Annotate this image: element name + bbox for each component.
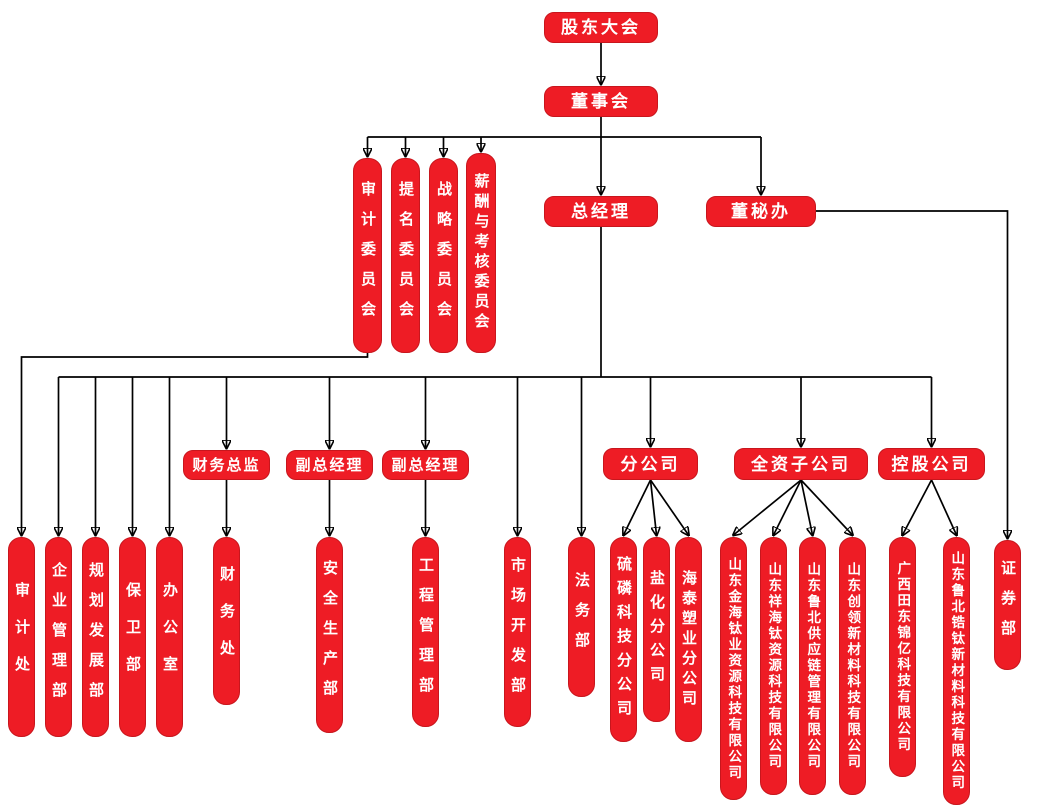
- edge-holding-to-lubei-zirconium: [930, 479, 957, 535]
- org-node-safety-production-dept: 安全生产部: [316, 537, 343, 733]
- org-node-wholly-owned-subsidiaries: 全资子公司: [734, 448, 868, 480]
- org-node-general-office: 办公室: [156, 537, 183, 737]
- org-node-legal-dept: 法务部: [568, 537, 595, 697]
- org-node-compensation-assessment-committee: 薪酬与考核委员会: [466, 153, 496, 353]
- org-node-lubei-supply-chain-company: 山东鲁北供应链管理有限公司: [799, 537, 826, 795]
- org-node-deputy-gm-1: 副总经理: [286, 450, 373, 480]
- edge-branch-to-haitai-plastics: [649, 479, 689, 535]
- org-node-audit-office: 审计处: [8, 537, 35, 737]
- org-node-security-dept: 保卫部: [119, 537, 146, 737]
- org-node-jinhai-titanium-company: 山东金海钛业资源科技有限公司: [720, 537, 747, 800]
- org-node-planning-development-dept: 规划发展部: [82, 537, 109, 737]
- org-node-shareholders-meeting: 股东大会: [544, 12, 658, 43]
- org-node-guangxi-jinyi-company: 广西田东锦亿科技有限公司: [889, 537, 916, 777]
- edge-branch-to-sulfur-phosphorus: [624, 479, 652, 535]
- org-node-lubei-zirconium-titanium-company: 山东鲁北锆钛新材料科技有限公司: [943, 537, 970, 805]
- org-node-branch-companies: 分公司: [603, 448, 698, 480]
- edge-board-secretary-to-securities: [816, 210, 1008, 538]
- org-node-deputy-gm-2: 副总经理: [382, 450, 469, 480]
- org-node-sulfur-phosphorus-branch: 硫磷科技分公司: [610, 537, 637, 742]
- org-node-cfo: 财务总监: [183, 450, 270, 480]
- edge-subsidiaries-to-chuangling: [800, 479, 853, 535]
- org-node-audit-committee: 审计委员会: [353, 158, 382, 353]
- edge-subsidiaries-to-xianghai: [774, 479, 802, 535]
- org-node-chuangling-materials-company: 山东创领新材料科技有限公司: [839, 537, 866, 795]
- org-node-engineering-management-dept: 工程管理部: [412, 537, 439, 727]
- org-node-nomination-committee: 提名委员会: [391, 158, 420, 353]
- edge-subsidiaries-to-jinhai: [734, 479, 802, 535]
- org-node-strategy-committee: 战略委员会: [429, 158, 458, 353]
- edge-holding-to-guangxi-jinyi: [903, 479, 933, 535]
- org-node-finance-office: 财务处: [213, 537, 240, 705]
- org-node-general-manager: 总经理: [544, 196, 658, 227]
- org-node-holding-companies: 控股公司: [878, 448, 985, 480]
- org-node-board-secretary-office: 董秘办: [706, 196, 816, 227]
- edge-subsidiaries-to-lubei-supply-chain: [800, 479, 813, 535]
- edge-branch-to-salt-chemical: [649, 479, 657, 535]
- edge-audit-committee-to-audit-office: [22, 353, 369, 535]
- org-node-haitai-plastics-branch: 海泰塑业分公司: [675, 537, 702, 742]
- org-node-board-of-directors: 董事会: [544, 86, 658, 117]
- org-node-market-development-dept: 市场开发部: [504, 537, 531, 727]
- org-node-enterprise-management-dept: 企业管理部: [45, 537, 72, 737]
- org-node-xianghai-titanium-company: 山东祥海钛资源科技有限公司: [760, 537, 787, 795]
- org-node-salt-chemical-branch: 盐化分公司: [643, 537, 670, 722]
- org-node-securities-dept: 证券部: [994, 540, 1021, 670]
